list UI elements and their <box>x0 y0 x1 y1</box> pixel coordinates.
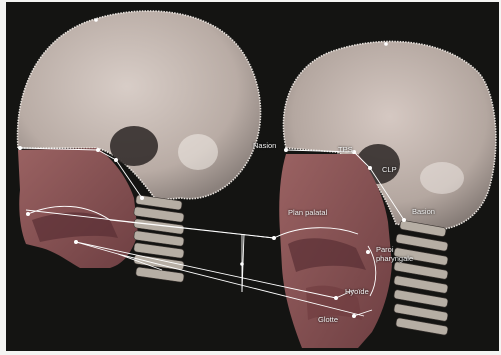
label-tps: TPS <box>338 146 353 154</box>
anatomy-figure: Nasion TPS CLP Basion Plan palatal Paroi… <box>6 2 499 351</box>
label-paroi-pharyngale-line1: Paroi <box>376 246 394 254</box>
label-glotte: Glotte <box>318 316 338 324</box>
label-basion: Basion <box>412 208 435 216</box>
label-plan-palatal: Plan palatal <box>288 209 327 217</box>
label-clp: CLP <box>382 166 397 174</box>
label-paroi-pharyngale-line2: pharyngale <box>376 255 413 263</box>
left-skull <box>18 11 261 282</box>
label-nasion: Nasion <box>253 142 276 150</box>
label-hyoide: Hyoïde <box>345 288 369 296</box>
skull-illustration <box>6 2 499 351</box>
